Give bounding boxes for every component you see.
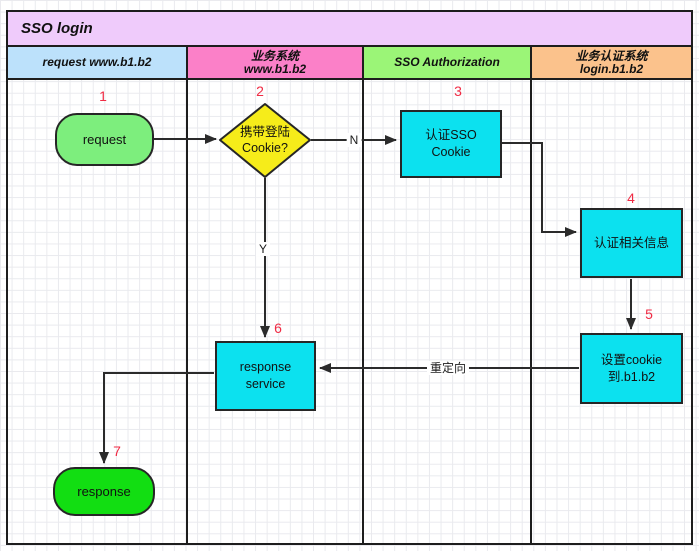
lane-header-business-system: 业务系统 www.b1.b2	[188, 47, 364, 78]
swimlane-header-row: request www.b1.b2 业务系统 www.b1.b2 SSO Aut…	[8, 47, 691, 80]
diagram-frame: SSO login request www.b1.b2 业务系统 www.b1.…	[6, 10, 693, 545]
lane-header-request: request www.b1.b2	[8, 47, 188, 78]
diagram-title: SSO login	[8, 12, 691, 47]
lane-header-auth-system: 业务认证系统 login.b1.b2	[532, 47, 691, 78]
lane-divider-3	[530, 80, 532, 543]
swimlane-body	[8, 80, 691, 543]
lane-divider-2	[362, 80, 364, 543]
lane-header-sso-authorization: SSO Authorization	[364, 47, 532, 78]
lane-divider-1	[186, 80, 188, 543]
